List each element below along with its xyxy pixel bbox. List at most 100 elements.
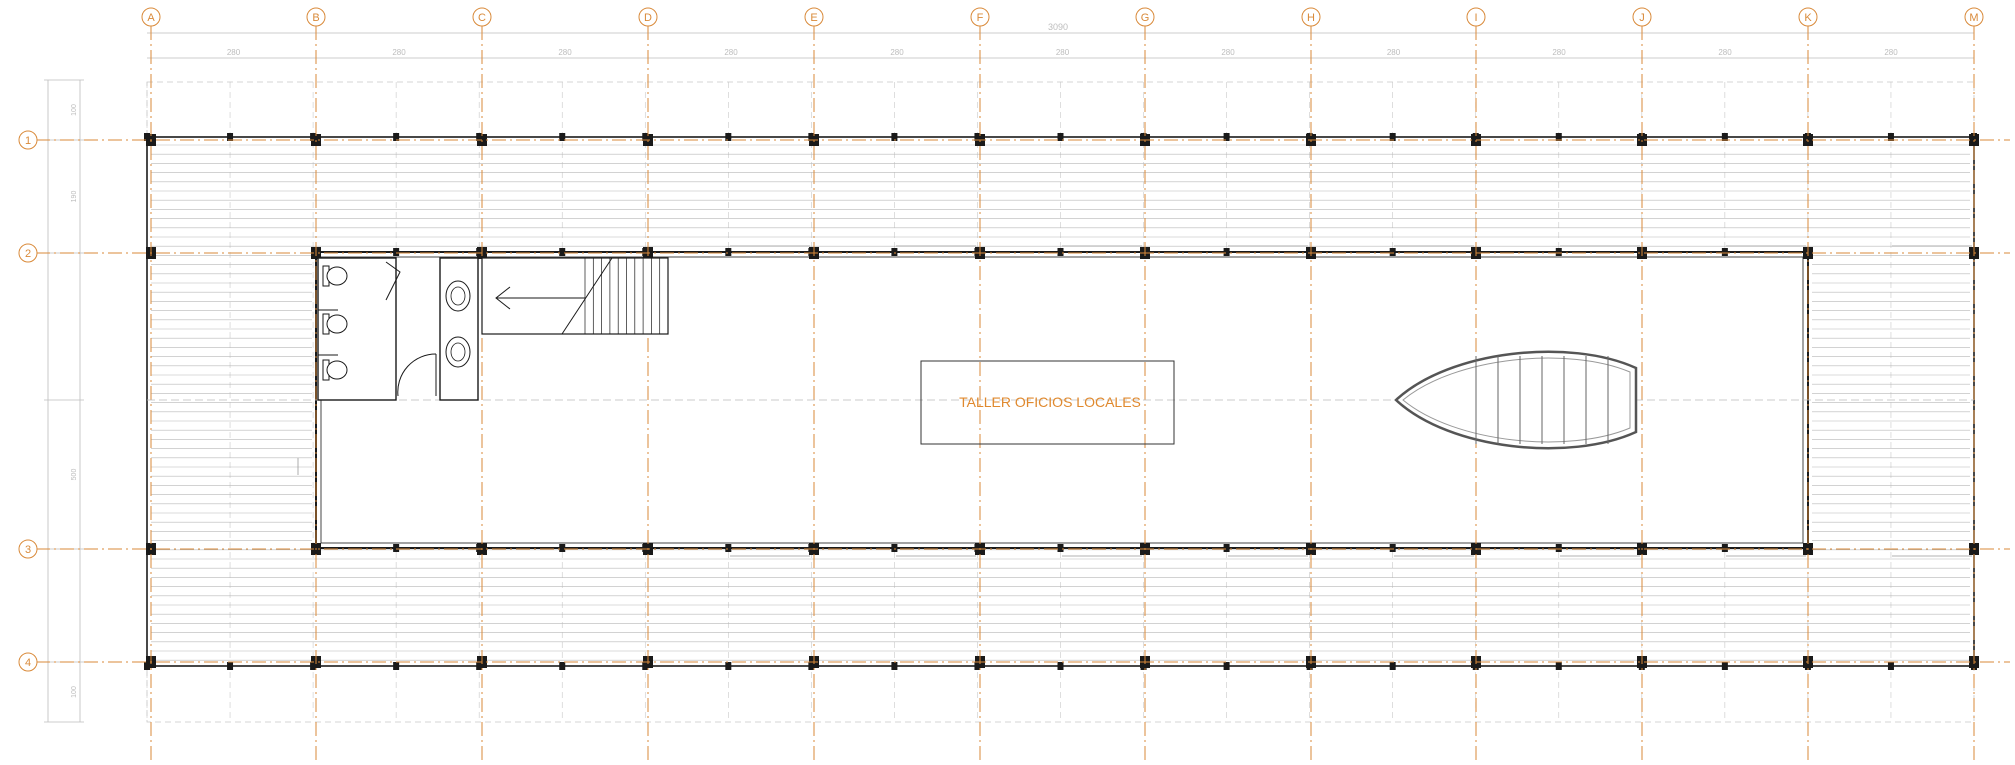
bay-dimension-text: 280 [890, 48, 904, 57]
post [891, 133, 898, 141]
toilet-bowl [326, 360, 348, 380]
grid-axes [36, 26, 2010, 760]
row-axis-bubble [18, 539, 38, 559]
post [891, 544, 898, 552]
vertical-dimension-text: 100 [71, 104, 78, 116]
row-axis-label: 3 [25, 544, 31, 556]
column-axis-label: G [1141, 12, 1150, 24]
post [1389, 544, 1396, 552]
bay-dimension-text: 280 [1387, 48, 1401, 57]
vertical-dimension-text: 500 [71, 469, 78, 481]
room-label-box: TALLER OFICIOS LOCALES [920, 360, 1175, 445]
column-axis-label: A [147, 12, 155, 24]
post [1223, 133, 1230, 141]
bay-dimension-text: 280 [558, 48, 572, 57]
boat-icon [1394, 350, 1638, 450]
column-axis-bubble [804, 7, 824, 27]
overall-dimension-text: 3090 [1048, 22, 1068, 32]
post [1721, 248, 1728, 256]
post [393, 662, 400, 670]
boat-hull-inner [1402, 357, 1631, 443]
post [1389, 662, 1396, 670]
post [1057, 662, 1064, 670]
row-axis-bubble [18, 652, 38, 672]
column-axis-label: D [644, 12, 652, 24]
post [1057, 544, 1064, 552]
room-label: TALLER OFICIOS LOCALES [959, 394, 1141, 410]
column-axis-bubble [1135, 7, 1155, 27]
column-axis-bubble [1632, 7, 1652, 27]
post [559, 133, 566, 141]
post [725, 248, 732, 256]
column-axis-label: B [312, 12, 319, 24]
row-axis-label: 4 [25, 657, 31, 669]
stair-arrow-head [495, 286, 511, 310]
bay-dimension-text: 280 [1221, 48, 1235, 57]
post [227, 133, 234, 141]
post [393, 248, 400, 256]
sink-basin [450, 342, 466, 362]
post [1223, 544, 1230, 552]
column-axis-bubble [1301, 7, 1321, 27]
column-axis-label: I [1474, 12, 1477, 24]
column-axis-bubble [970, 7, 990, 27]
column-axis-label: C [478, 12, 486, 24]
row-axis-bubble [18, 130, 38, 150]
column-axis-label: K [1804, 12, 1812, 24]
row-axis-label: 2 [25, 248, 31, 260]
post [559, 662, 566, 670]
vertical-dimension-text: 190 [71, 191, 78, 203]
door-swing-arc [397, 353, 437, 397]
post [1057, 248, 1064, 256]
column-axis-label: H [1307, 12, 1315, 24]
post [559, 248, 566, 256]
post [1887, 133, 1894, 141]
sink [445, 280, 471, 312]
stair-cut-line [561, 257, 613, 335]
bay-dimension-text: 280 [227, 48, 241, 57]
post [1389, 248, 1396, 256]
toilet-bowl [326, 314, 348, 334]
post [725, 544, 732, 552]
post [1721, 133, 1728, 141]
column-axis-bubble [141, 7, 161, 27]
post [1057, 133, 1064, 141]
post [1721, 662, 1728, 670]
column-axis-bubble [638, 7, 658, 27]
bay-dimension-text: 280 [1718, 48, 1732, 57]
boat-hull-outer [1394, 350, 1638, 450]
post [725, 133, 732, 141]
column-axis-label: F [977, 12, 984, 24]
column-axis-bubble [472, 7, 492, 27]
column-axis-bubble [1466, 7, 1486, 27]
column-axis-bubble [1798, 7, 1818, 27]
column-axis-label: E [810, 12, 817, 24]
bay-dimension-text: 280 [392, 48, 406, 57]
post [1555, 544, 1562, 552]
post [1223, 662, 1230, 670]
sink [445, 336, 471, 368]
sink-basin [450, 286, 466, 306]
fixtures [297, 257, 1638, 475]
post [227, 662, 234, 670]
post [393, 133, 400, 141]
post [1721, 544, 1728, 552]
post [1555, 133, 1562, 141]
post [891, 662, 898, 670]
row-axis-bubble [18, 243, 38, 263]
post [1555, 248, 1562, 256]
post [891, 248, 898, 256]
column-axis-label: J [1639, 12, 1645, 24]
bay-dimension-text: 280 [1552, 48, 1566, 57]
row-axis-label: 1 [25, 135, 31, 147]
bay-dimension-text: 280 [1884, 48, 1898, 57]
bay-dimension-text: 280 [724, 48, 738, 57]
post [725, 662, 732, 670]
toilet-bowl [326, 266, 348, 286]
column-axis-bubble [1964, 7, 1984, 27]
vertical-dimension-text: 100 [71, 686, 78, 698]
post [1223, 248, 1230, 256]
bay-dimension-text: 280 [1056, 48, 1070, 57]
